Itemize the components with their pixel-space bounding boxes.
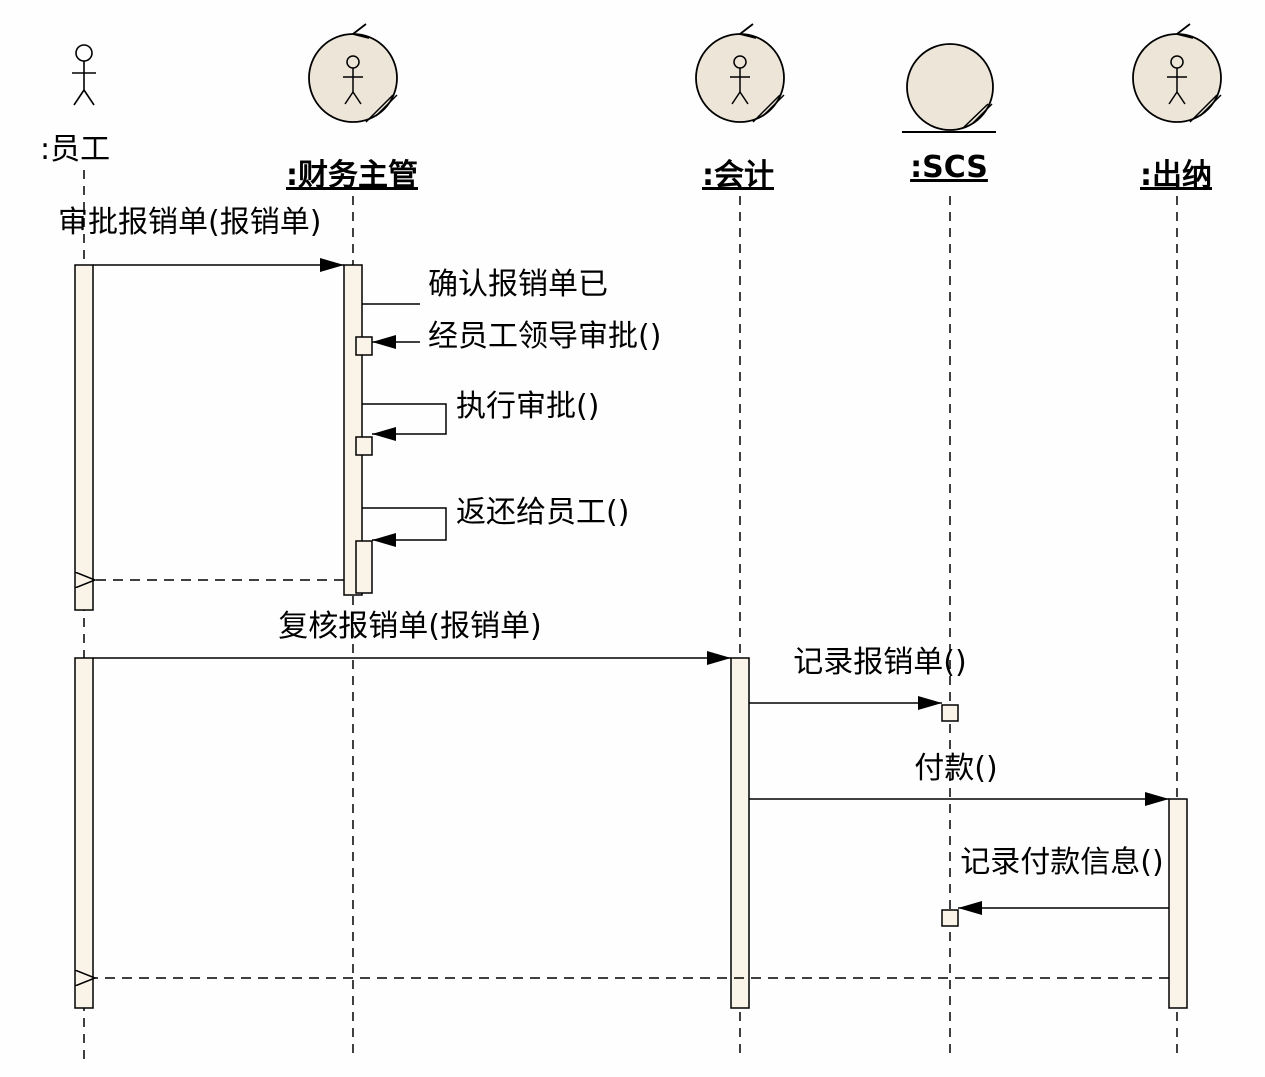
worker-accountant-icon bbox=[695, 23, 785, 123]
activation-employee-2 bbox=[74, 657, 94, 1009]
participant-accountant-name: :会计 bbox=[702, 158, 774, 193]
activation-scs-1 bbox=[941, 704, 959, 722]
activation-accountant bbox=[730, 657, 750, 1009]
msg-confirm-label-line2: 经员工领导审批() bbox=[428, 319, 662, 354]
activation-finance-self-2 bbox=[355, 436, 373, 456]
worker-cashier-icon bbox=[1132, 23, 1222, 123]
participant-finance-manager-name: :财务主管 bbox=[286, 158, 418, 193]
activation-employee-1 bbox=[74, 264, 94, 611]
activation-finance-self-1 bbox=[355, 336, 373, 356]
entity-scs-icon bbox=[902, 43, 996, 133]
msg-execute-label: 执行审批() bbox=[456, 389, 600, 424]
msg-execute-arrow bbox=[362, 403, 447, 441]
activation-scs-2 bbox=[941, 909, 959, 927]
msg-record-label: 记录报销单() bbox=[793, 645, 967, 680]
actor-employee-icon bbox=[72, 44, 96, 106]
msg-review-label: 复核报销单(报销单) bbox=[278, 609, 542, 644]
participant-employee-name: :员工 bbox=[40, 132, 111, 167]
msg-record-payment-label: 记录付款信息() bbox=[960, 845, 1164, 880]
msg-return-label: 返还给员工() bbox=[456, 495, 630, 530]
msg-approve-label: 审批报销单(报销单) bbox=[58, 205, 322, 240]
msg-confirm-label-line1: 确认报销单已 bbox=[428, 267, 608, 302]
activation-finance-self-3 bbox=[355, 540, 373, 594]
activation-cashier bbox=[1168, 798, 1188, 1009]
msg-return-arrow bbox=[362, 507, 447, 547]
participant-cashier-name: :出纳 bbox=[1140, 158, 1212, 193]
msg-pay-label: 付款() bbox=[914, 751, 998, 786]
worker-finance-manager-icon bbox=[308, 23, 398, 123]
participant-scs-name: :SCS bbox=[910, 150, 988, 185]
msg-confirm-arrow bbox=[362, 303, 420, 342]
